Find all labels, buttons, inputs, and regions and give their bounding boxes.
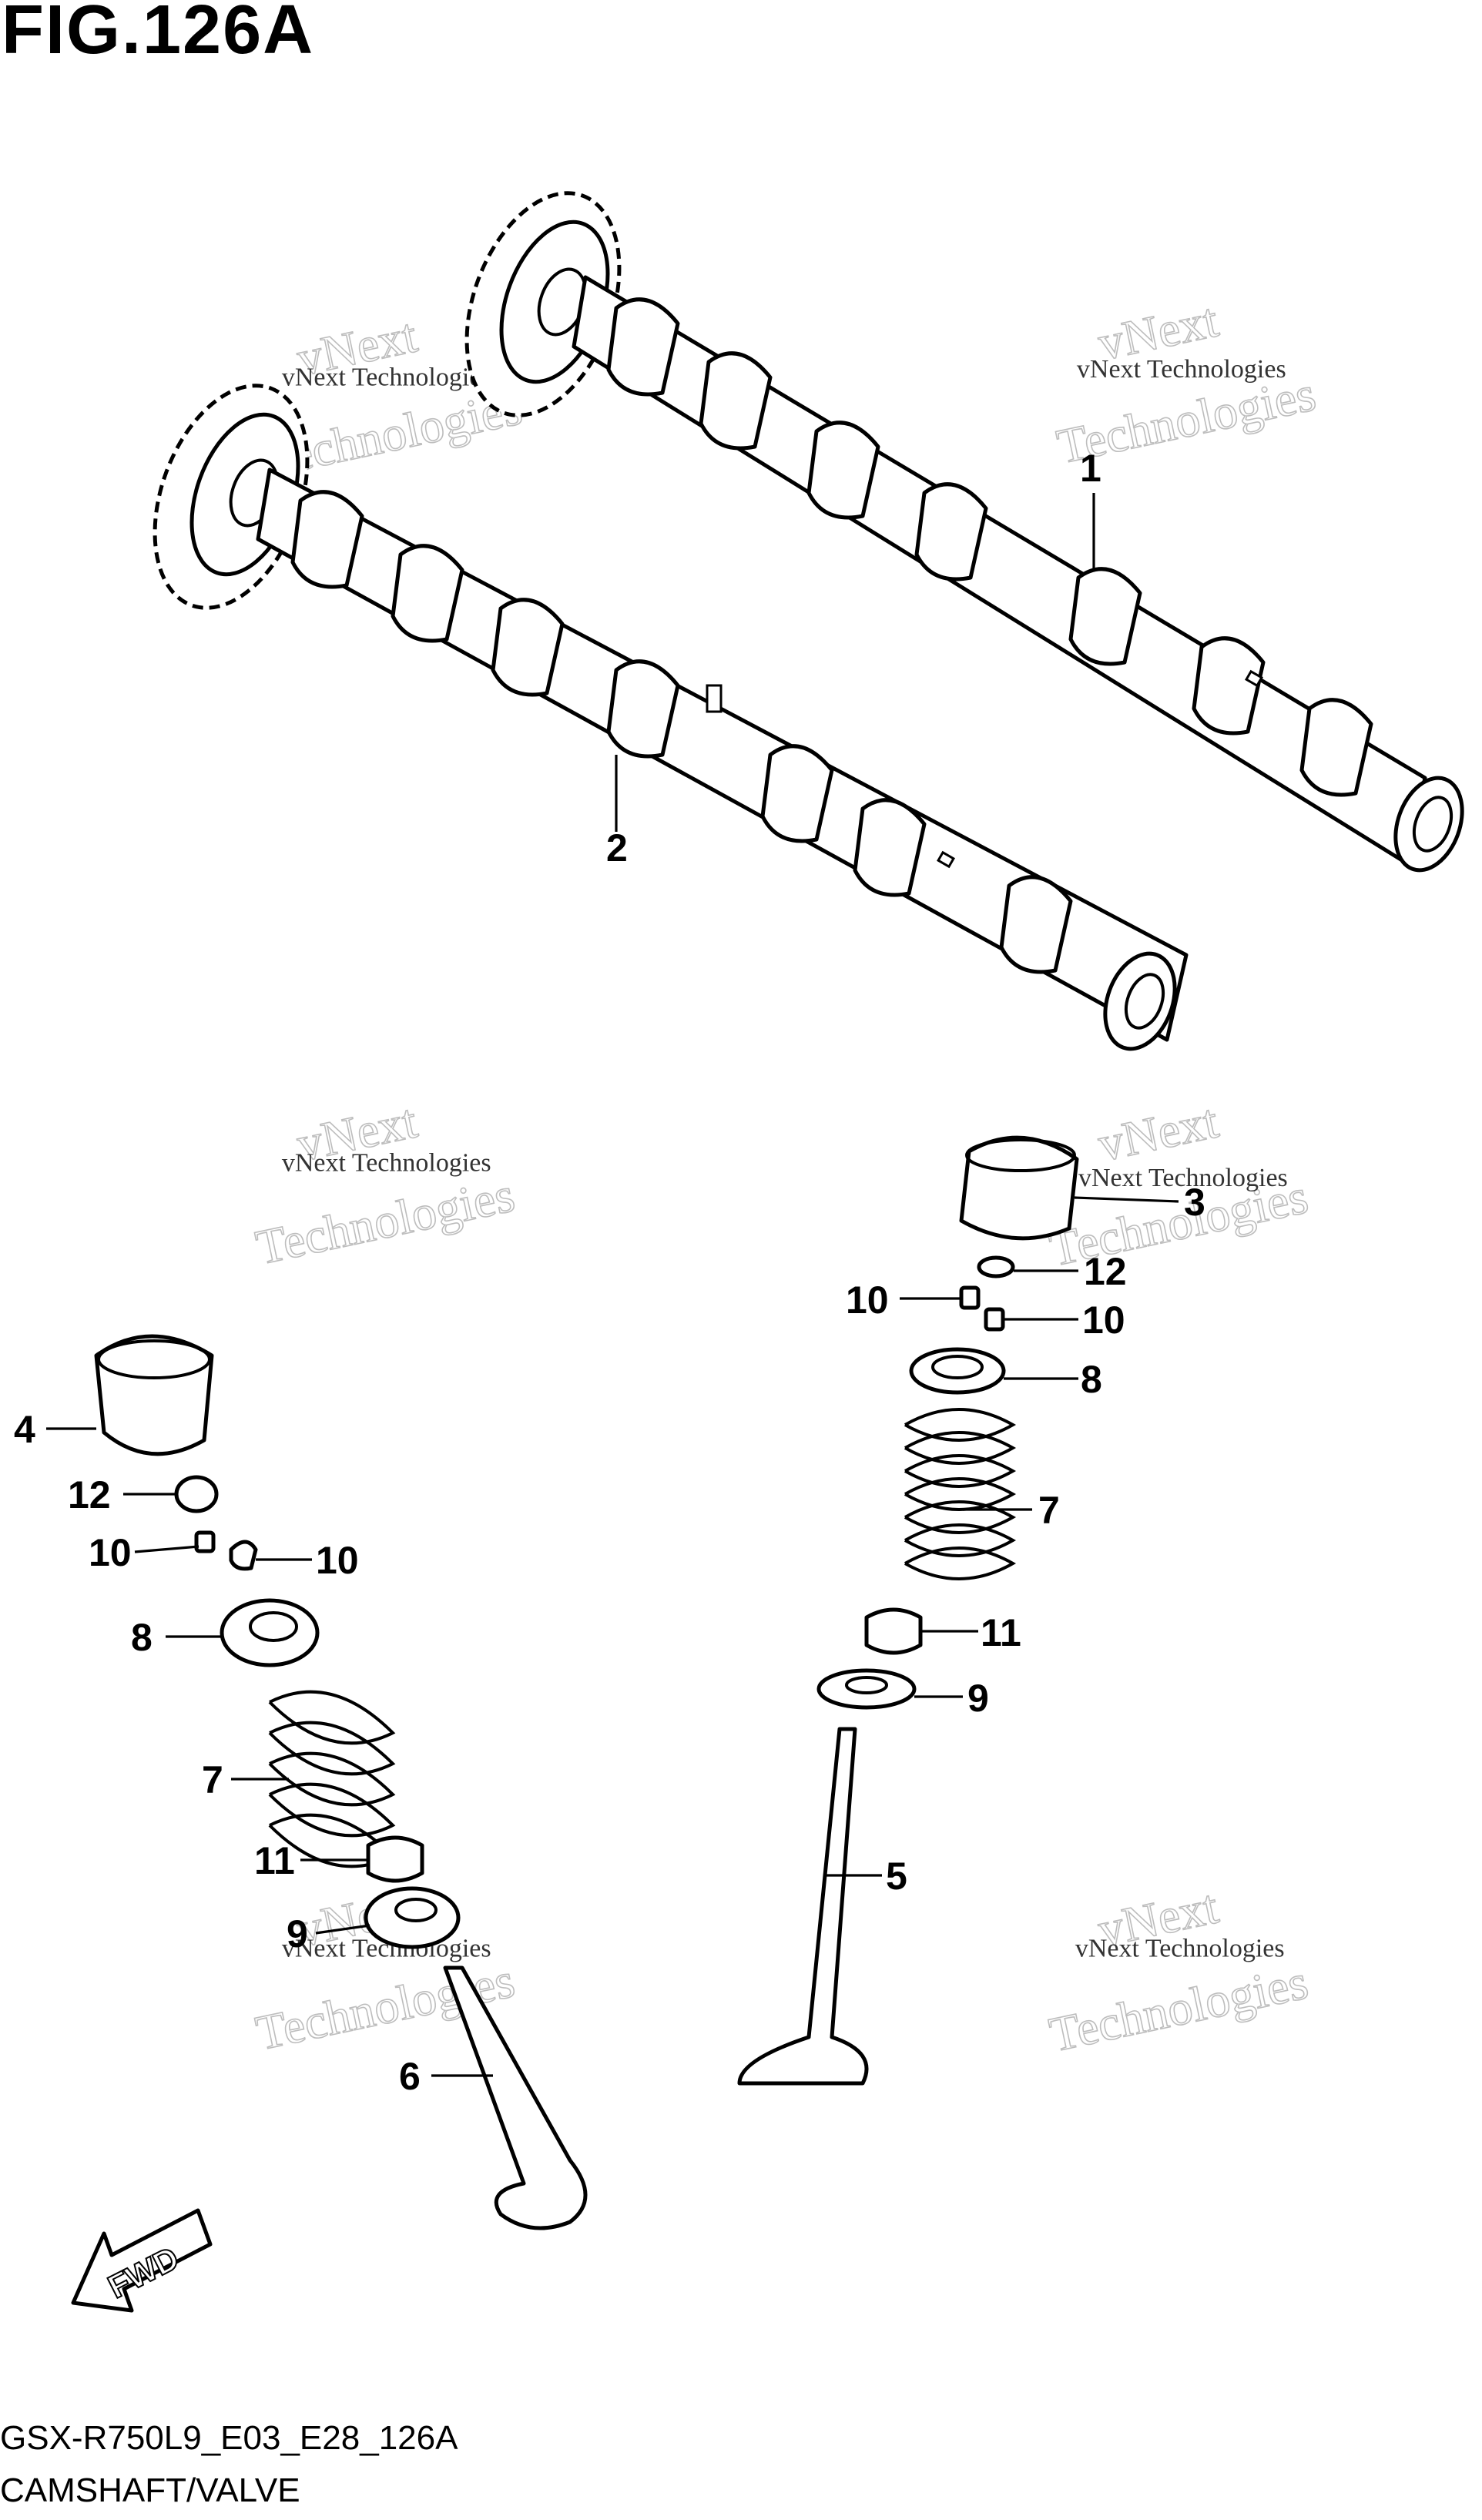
seal-11-left: [366, 1835, 424, 1883]
callout-8-right: 8: [1081, 1358, 1102, 1401]
watermark-top-right: Technologies vNext vNext Technologies: [1051, 292, 1320, 475]
retainer-8-left: [220, 1598, 320, 1667]
seat-9-left: [364, 1886, 461, 1949]
callout-11-right: 11: [981, 1611, 1021, 1654]
spring-7-left: [268, 1690, 396, 1868]
callout-11-left: 11: [254, 1839, 295, 1882]
callout-9-left: 9: [287, 1912, 308, 1955]
diagram-subtitle: CAMSHAFT/VALVE: [0, 2471, 300, 2509]
camshaft-1: [464, 191, 1464, 873]
watermark-low-right: Technologies vNext vNext Technologies: [1044, 1878, 1313, 2063]
callout-6: 6: [399, 2055, 421, 2098]
retainer-8-right: [909, 1347, 1006, 1395]
tappet-4: [94, 1334, 214, 1456]
callout-5: 5: [886, 1855, 907, 1898]
svg-text:vNext: vNext: [1094, 1093, 1223, 1171]
spring-7-right: [904, 1408, 1017, 1580]
callout-3: 3: [1184, 1181, 1205, 1224]
callout-12-left: 12: [68, 1473, 111, 1516]
shim-12-right: [977, 1255, 1015, 1278]
tappet-3: [959, 1135, 1079, 1241]
figure-title: FIG.126A: [2, 0, 315, 69]
svg-text:vNext Technologies: vNext Technologies: [282, 363, 491, 391]
svg-text:Technologies: Technologies: [251, 1167, 519, 1275]
cotter-10-left: [194, 1530, 258, 1571]
fwd-arrow: FWD: [71, 2208, 213, 2313]
callout-2: 2: [606, 826, 628, 870]
callout-7-right: 7: [1038, 1489, 1060, 1532]
callout-labels: 1 2 3 12 10 10 8 7 11 9 5 4 12 10 10 8 7…: [14, 447, 1205, 2098]
callout-4: 4: [14, 1408, 35, 1451]
watermark-mid-left: Technologies vNext vNext Technologies: [250, 1093, 519, 1276]
callout-1: 1: [1080, 447, 1101, 490]
valve-5: [737, 1727, 869, 2086]
svg-text:vNext Technologies: vNext Technologies: [1077, 355, 1286, 384]
valve-6: [443, 1965, 588, 2230]
callout-10-right-a: 10: [846, 1278, 889, 1322]
callout-8-left: 8: [131, 1616, 153, 1659]
callout-10-left-a: 10: [89, 1531, 132, 1574]
svg-text:vNext Technologies: vNext Technologies: [282, 1148, 491, 1177]
seat-9-right: [816, 1668, 917, 1710]
diagram-code: GSX-R750L9_E03_E28_126A: [0, 2419, 458, 2457]
seal-11-right: [864, 1607, 923, 1655]
svg-text:Technologies: Technologies: [1044, 1954, 1313, 2062]
svg-text:vNext Technologies: vNext Technologies: [1075, 1934, 1285, 1962]
shim-12-left: [174, 1475, 219, 1513]
camshaft-2: [153, 384, 1189, 1051]
cotter-10-right: [959, 1285, 1005, 1332]
leader-lines: [46, 493, 1179, 2077]
svg-text:vNext Technologies: vNext Technologies: [1078, 1164, 1288, 1192]
callout-12-right: 12: [1084, 1250, 1127, 1293]
callout-10-left-b: 10: [316, 1539, 359, 1582]
callout-10-right-b: 10: [1082, 1299, 1125, 1342]
callout-9-right: 9: [967, 1677, 989, 1720]
callout-7-left: 7: [202, 1758, 223, 1801]
